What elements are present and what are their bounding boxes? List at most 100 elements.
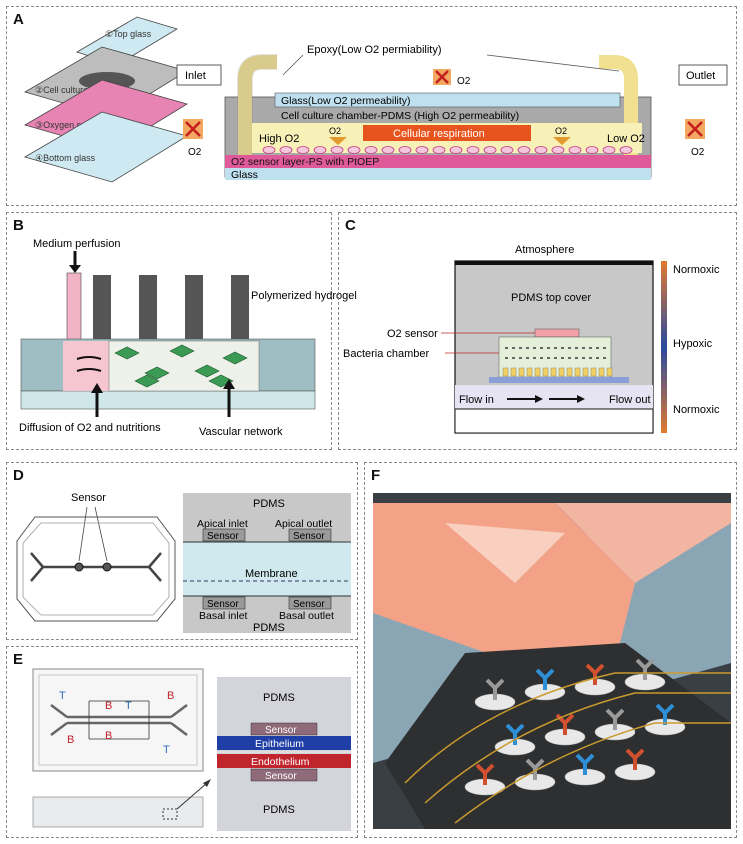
o2-sensor-label: O2 sensor [387, 328, 438, 340]
atmosphere-bar [455, 261, 653, 265]
medium-channel [63, 341, 109, 391]
antibody [585, 663, 605, 685]
apical-sensor-1 [202, 528, 246, 542]
bacterium [533, 357, 536, 359]
bacterium [561, 357, 564, 359]
cell [398, 146, 412, 154]
diffusion-pointer-head [91, 383, 103, 393]
apical-inlet-label: Apical inlet [197, 518, 248, 530]
o2-arrow-right-label: O2 [555, 126, 567, 136]
bacterium [512, 357, 515, 359]
chip-channels [50, 704, 188, 736]
pillar-4 [231, 275, 249, 339]
vascular-cell [134, 374, 160, 388]
flow-in-label: Flow in [459, 394, 494, 406]
chip-side-view [32, 796, 204, 828]
inlet-pillar [66, 272, 82, 344]
bacterium [505, 347, 508, 349]
vascular-cell [114, 346, 140, 360]
inlet-box [176, 64, 222, 86]
o2-arrow-right [553, 137, 571, 145]
e-pdms-bottom-label: PDMS [263, 804, 295, 816]
panel-a-label: A [13, 11, 24, 28]
sensor-dot-2 [102, 562, 112, 572]
device-base [20, 390, 316, 410]
channel-fill [183, 542, 351, 596]
t-label-1: T [59, 690, 66, 702]
basal-sensor-2 [288, 596, 332, 610]
cell-block [566, 367, 573, 377]
cell [330, 146, 344, 154]
pillar-3 [185, 275, 203, 339]
cell-block [510, 367, 517, 377]
bacterium [526, 357, 529, 359]
epithelium-label: Epithelium [255, 738, 304, 750]
cell [551, 146, 565, 154]
panel-c-label: C [345, 217, 356, 234]
cell-block [574, 367, 581, 377]
diffusion-label: Diffusion of O2 and nutritions [19, 422, 161, 434]
bacterium [533, 347, 536, 349]
vascular-label: Vascular network [199, 426, 283, 438]
cross-section: Inlet Outlet Epoxy(Low O2 permiability) … [176, 44, 728, 181]
cell-block [558, 367, 565, 377]
antibody [605, 708, 625, 730]
sensor-dot-1 [74, 562, 84, 572]
bacterium [561, 347, 564, 349]
f-trace-2 [424, 692, 731, 804]
layer-4-label: ④Bottom glass [35, 153, 96, 163]
cell [500, 146, 514, 154]
panel-f-illustration [373, 493, 731, 829]
basal-sensor-1 [202, 596, 246, 610]
vascular-cell [144, 366, 170, 380]
bacterium [596, 357, 599, 359]
flow-arrow-2-head [577, 395, 585, 403]
cell [415, 146, 429, 154]
pillar-1 [93, 275, 111, 339]
cell-block [582, 367, 589, 377]
cell [602, 146, 616, 154]
channel-path [30, 552, 162, 582]
basal-inlet-label: Basal inlet [199, 610, 248, 622]
bacterium [582, 357, 585, 359]
scale-top-label: Normoxic [673, 264, 720, 276]
antibody [535, 668, 555, 690]
epithelium-band [217, 736, 351, 750]
panel-c-diagram: Atmosphere PDMS top cover Flow in Flow o… [343, 244, 720, 434]
apical-sensor-2 [288, 528, 332, 542]
cell-block [502, 367, 509, 377]
cell [262, 146, 276, 154]
bacterium [603, 357, 606, 359]
layer-1-label: ①Top glass [105, 29, 152, 39]
e-pdms-top-label: PDMS [263, 692, 295, 704]
cell-block [590, 367, 597, 377]
medium-arrow-head [69, 265, 81, 273]
b-label-3: B [67, 734, 74, 746]
cell [296, 146, 310, 154]
bacterium [582, 347, 585, 349]
cell [619, 146, 633, 154]
scale-bottom-label: Normoxic [673, 404, 720, 416]
cell [585, 146, 599, 154]
antibody [505, 723, 525, 745]
inlet-tube [238, 55, 277, 177]
e-membrane-line [217, 751, 351, 753]
b-label-4: B [105, 730, 112, 742]
panel-d-label: D [13, 467, 24, 484]
cell [364, 146, 378, 154]
panel-a: A ①Top glass ②Cell culture chamber ③Oxyg… [6, 6, 737, 206]
bacterium [512, 347, 515, 349]
antibody [655, 703, 675, 725]
o2-sensor-patch [534, 328, 580, 338]
cell-block [534, 367, 541, 377]
antibody [485, 678, 505, 700]
diffusion-arrow-1 [76, 356, 102, 360]
bacterium [589, 357, 592, 359]
bacterium [547, 357, 550, 359]
bacterium [519, 347, 522, 349]
chamber-label: Cell culture chamber-PDMS (High O2 perme… [281, 110, 519, 122]
antibody [525, 758, 545, 780]
apical-sensor-2-label: Sensor [293, 531, 325, 542]
bacterium [575, 357, 578, 359]
chip-top-view [32, 668, 204, 772]
